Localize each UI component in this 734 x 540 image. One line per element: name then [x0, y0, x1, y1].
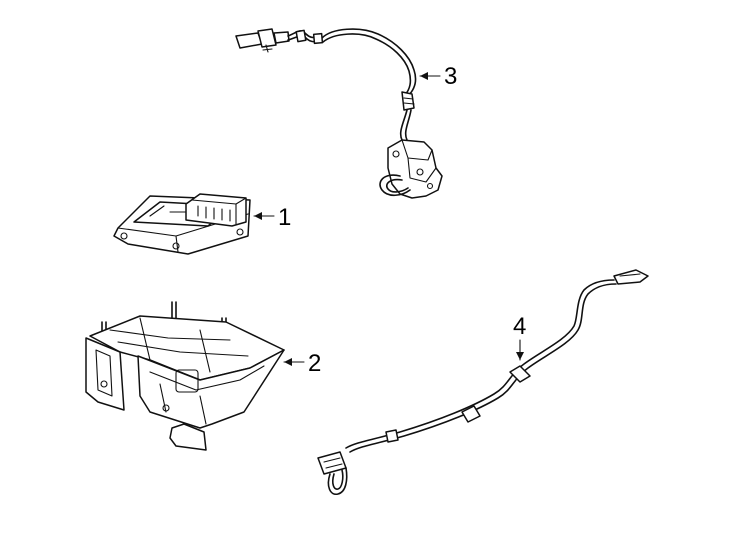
callout-4: 4: [513, 313, 526, 340]
callout-2: 2: [308, 350, 321, 377]
cable-harness-icon: 4: [317, 269, 649, 496]
sensor-harness-icon: 3: [235, 28, 457, 199]
mounting-bracket-icon: 2: [85, 301, 321, 451]
callout-3: 3: [444, 63, 457, 90]
control-module-icon: 1: [113, 193, 291, 255]
callout-1: 1: [278, 204, 291, 231]
